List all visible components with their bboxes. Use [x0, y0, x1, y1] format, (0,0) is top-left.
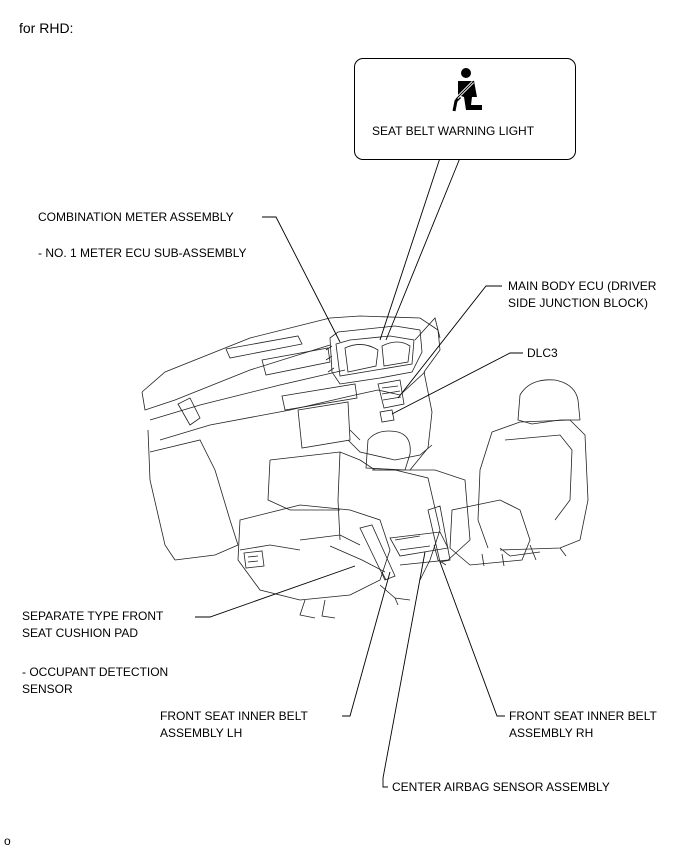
inner-belt-rh-label-line1: FRONT SEAT INNER BELT — [509, 709, 657, 723]
occupant-sensor-label-line1: - OCCUPANT DETECTION — [22, 665, 169, 679]
combination-meter-label: COMBINATION METER ASSEMBLY — [38, 210, 234, 224]
console-sketch — [372, 469, 471, 566]
seat-belt-icon — [452, 68, 482, 112]
center-airbag-label: CENTER AIRBAG SENSOR ASSEMBLY — [392, 780, 610, 794]
inner-belt-lh-label-line2: ASSEMBLY LH — [160, 726, 243, 740]
dashboard-sketch — [141, 315, 441, 561]
inner-belt-lh-label-line1: FRONT SEAT INNER BELT — [160, 709, 308, 723]
footer-mark: o — [4, 834, 11, 848]
seat-belt-warning-box: SEAT BELT WARNING LIGHT — [354, 58, 576, 160]
right-seat-sketch — [449, 379, 589, 567]
seat-belt-warning-label: SEAT BELT WARNING LIGHT — [372, 124, 535, 138]
main-body-ecu-sketch — [377, 379, 405, 423]
left-seat-sketch — [237, 430, 451, 619]
dlc3-label: DLC3 — [527, 346, 558, 360]
separate-type-label-line1: SEPARATE TYPE FRONT — [22, 609, 164, 623]
leader-lines — [195, 157, 523, 788]
inner-belt-rh-label-line2: ASSEMBLY RH — [509, 726, 594, 740]
main-body-ecu-label-line1: MAIN BODY ECU (DRIVER — [508, 279, 657, 293]
combination-meter-sketch — [325, 325, 423, 385]
meter-ecu-label: - NO. 1 METER ECU SUB-ASSEMBLY — [38, 246, 247, 260]
page-header: for RHD: — [19, 20, 74, 36]
main-body-ecu-label-line2: SIDE JUNCTION BLOCK) — [508, 296, 649, 310]
separate-type-label-line2: SEAT CUSHION PAD — [22, 626, 139, 640]
occupant-sensor-label-line2: SENSOR — [22, 682, 73, 696]
